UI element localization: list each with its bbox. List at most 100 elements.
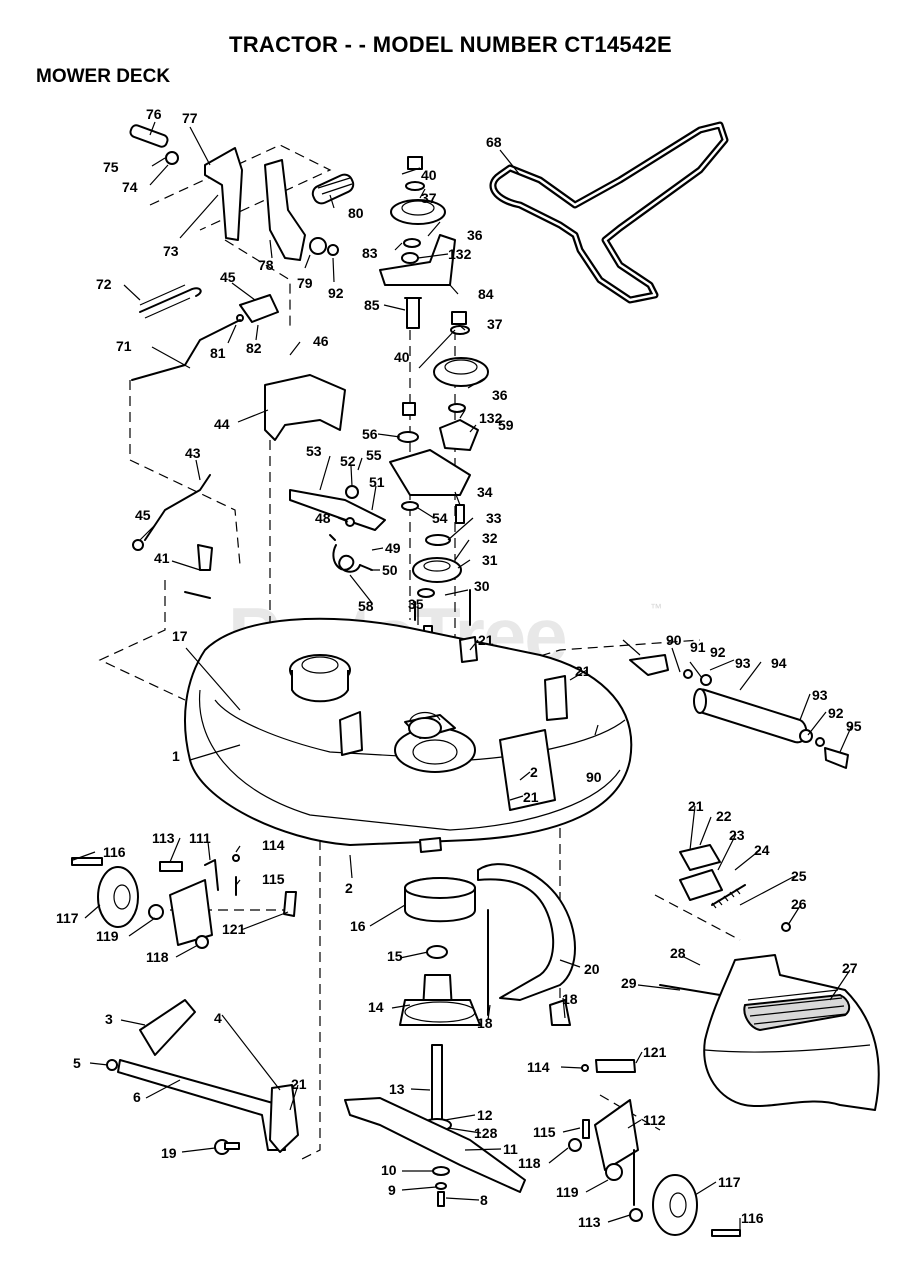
callout-115b: 115 — [533, 1124, 556, 1140]
callout-52: 52 — [340, 453, 356, 469]
callout-labels: 76 77 75 74 73 78 80 79 92 72 45 81 82 7… — [56, 106, 862, 1230]
callout-95: 95 — [846, 718, 862, 734]
callout-113b: 113 — [578, 1214, 601, 1230]
callout-111: 111 — [189, 830, 211, 846]
callout-94: 94 — [771, 655, 787, 671]
callout-12: 12 — [477, 1107, 493, 1123]
callout-15: 15 — [387, 948, 403, 964]
callout-58: 58 — [358, 598, 374, 614]
callout-117: 117 — [56, 910, 79, 926]
callout-75: 75 — [103, 159, 119, 175]
callout-5: 5 — [73, 1055, 81, 1071]
callout-25: 25 — [791, 868, 807, 884]
callout-2: 2 — [530, 764, 538, 780]
callout-18: 18 — [477, 1015, 493, 1031]
callout-81: 81 — [210, 345, 226, 361]
callout-23: 23 — [729, 827, 745, 843]
spindle-blade — [344, 877, 526, 1207]
callout-26: 26 — [791, 896, 807, 912]
callout-1: 1 — [172, 748, 180, 764]
callout-3: 3 — [105, 1011, 113, 1027]
page-title: TRACTOR - - MODEL NUMBER CT14542E — [228, 32, 673, 57]
callout-92c: 92 — [828, 705, 844, 721]
callout-118: 118 — [146, 949, 169, 965]
callout-21e: 21 — [291, 1076, 307, 1092]
callout-41: 41 — [154, 550, 170, 566]
callout-24: 24 — [754, 842, 770, 858]
callout-116b: 116 — [741, 1210, 764, 1226]
callout-32: 32 — [482, 530, 498, 546]
callout-83: 83 — [362, 245, 378, 261]
callout-82: 82 — [246, 340, 262, 356]
callout-128: 128 — [474, 1125, 498, 1141]
callout-16: 16 — [350, 918, 366, 934]
callout-22: 22 — [716, 808, 732, 824]
callout-132b: 132 — [479, 410, 503, 426]
callout-18b: 18 — [562, 991, 578, 1007]
callout-132: 132 — [448, 246, 472, 262]
callout-21c: 21 — [523, 789, 539, 805]
callout-27: 27 — [842, 960, 858, 976]
callout-43: 43 — [185, 445, 201, 461]
callout-78: 78 — [258, 257, 274, 273]
callout-118b: 118 — [518, 1155, 541, 1171]
callout-92: 92 — [328, 285, 344, 301]
callout-74: 74 — [122, 179, 138, 195]
callout-2b: 2 — [345, 880, 353, 896]
callout-115: 115 — [262, 871, 285, 887]
callout-68: 68 — [486, 134, 502, 150]
callout-56: 56 — [362, 426, 378, 442]
callout-17: 17 — [172, 628, 188, 644]
callout-55: 55 — [366, 447, 382, 463]
belt-68 — [489, 121, 729, 304]
callout-45: 45 — [220, 269, 236, 285]
callout-71: 71 — [116, 338, 132, 354]
left-caster-wheel — [71, 854, 297, 949]
callout-93b: 93 — [812, 687, 828, 703]
callout-50: 50 — [382, 562, 398, 578]
callout-29: 29 — [621, 975, 637, 991]
callout-28: 28 — [670, 945, 686, 961]
callout-46: 46 — [313, 333, 329, 349]
callout-37: 37 — [421, 190, 437, 206]
callout-76: 76 — [146, 106, 162, 122]
deflector-arm — [477, 863, 576, 1026]
callout-93: 93 — [735, 655, 751, 671]
callout-90: 90 — [666, 632, 682, 648]
callout-59: 59 — [498, 417, 514, 433]
callout-10: 10 — [381, 1162, 397, 1178]
callout-84: 84 — [478, 286, 494, 302]
callout-35: 35 — [408, 596, 424, 612]
callout-34: 34 — [477, 484, 493, 500]
callout-37b: 37 — [487, 316, 503, 332]
baffle-rod-assembly — [629, 654, 849, 769]
callout-21: 21 — [478, 632, 494, 648]
callout-30: 30 — [474, 578, 490, 594]
callout-31: 31 — [482, 552, 498, 568]
callout-19: 19 — [161, 1145, 177, 1161]
callout-51: 51 — [369, 474, 385, 490]
callout-21b: 21 — [575, 663, 591, 679]
callout-9: 9 — [388, 1182, 396, 1198]
discharge-chute — [703, 954, 880, 1111]
callout-49: 49 — [385, 540, 401, 556]
callout-13: 13 — [389, 1081, 405, 1097]
callout-79: 79 — [297, 275, 313, 291]
upper-pulley-stack — [379, 156, 456, 329]
callout-121: 121 — [222, 921, 246, 937]
callout-117b: 117 — [718, 1174, 741, 1190]
mower-deck-housing — [184, 617, 633, 853]
lower-bracket — [106, 999, 299, 1155]
callout-121b: 121 — [643, 1044, 667, 1060]
callout-114b: 114 — [527, 1059, 550, 1075]
callout-53: 53 — [306, 443, 322, 459]
section-title: MOWER DECK — [36, 66, 171, 87]
callout-54: 54 — [432, 510, 448, 526]
callout-92b: 92 — [710, 644, 726, 660]
callout-6: 6 — [133, 1089, 141, 1105]
callout-45b: 45 — [135, 507, 151, 523]
callout-113: 113 — [152, 830, 175, 846]
callout-73: 73 — [163, 243, 179, 259]
callout-8: 8 — [480, 1192, 488, 1208]
